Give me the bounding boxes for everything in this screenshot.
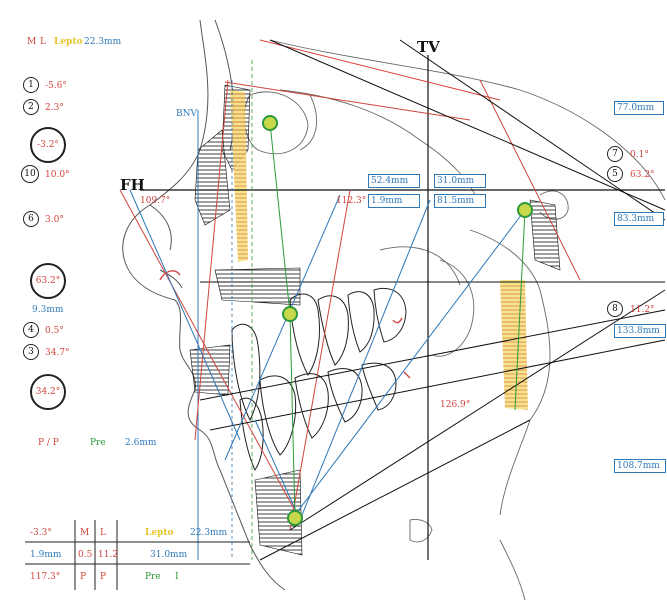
right-box-4: 108.7mm: [614, 459, 666, 473]
right-circle-7: 7: [607, 146, 623, 162]
left-value-2: 2.3°: [45, 103, 64, 113]
left-big-circle-3: 34.2°: [30, 374, 66, 410]
left-circle-10: 10: [21, 165, 39, 183]
left-big-value-3: 34.2°: [35, 387, 61, 397]
header-l: L: [40, 37, 46, 47]
left-big-circle-1: -3.2°: [30, 127, 66, 163]
right-box-3: 133.8mm: [614, 324, 666, 338]
table-r3-c3: P: [100, 572, 107, 582]
right-box-2: 83.3mm: [614, 212, 664, 226]
table-r1-c3: L: [100, 528, 106, 538]
black-reference-lines: [199, 39, 666, 561]
left-value-1: -5.6°: [45, 81, 67, 91]
table-r2-c4: 31.0mm: [150, 550, 188, 560]
header-value: 22.3mm: [84, 37, 122, 47]
teeth-outline: [231, 288, 407, 471]
table-r3-c2: P: [80, 572, 87, 582]
pp-value: 2.6mm: [125, 438, 157, 448]
right-box-1: 77.0mm: [614, 101, 664, 115]
left-big-value-1: -3.2°: [37, 140, 59, 150]
pp-pre: Pre: [90, 438, 106, 448]
left-circle-2: 2: [23, 99, 39, 115]
table-r1-c5: 22.3mm: [190, 528, 228, 538]
table-r1-c1: -3.3°: [30, 528, 52, 538]
table-r3-c5: I: [175, 572, 179, 582]
left-big-value-2: 63.2°: [35, 276, 61, 286]
table-r3-c4: Pre: [145, 572, 161, 582]
angle-1: 109.7°: [140, 196, 171, 206]
bottom-table-grid: [25, 520, 250, 590]
left-value-10: 10.0°: [45, 170, 70, 180]
blue-reference-lines: [129, 189, 526, 521]
center-box-4: 81.5mm: [434, 194, 486, 208]
table-r2-c2: 0.5: [78, 550, 93, 560]
left-value-4: 0.5°: [45, 326, 64, 336]
right-value-5: 63.2°: [630, 170, 655, 180]
left-circle-4: 4: [23, 322, 39, 338]
skull-outline: [269, 39, 666, 601]
table-r2-c3: 11.2: [98, 550, 119, 560]
table-r1-c4: Lepto: [145, 528, 174, 538]
right-circle-5: 5: [607, 166, 623, 182]
header-m: M: [27, 37, 37, 47]
table-r2-c1: 1.9mm: [30, 550, 62, 560]
angle-3: 126.9°: [440, 400, 471, 410]
right-value-8: 11.2°: [630, 305, 655, 315]
left-value-6: 3.0°: [45, 215, 64, 225]
left-circle-1: 1: [23, 77, 39, 93]
right-value-7: 0.1°: [630, 150, 649, 160]
small-marks: [159, 270, 411, 379]
header-lepto: Lepto: [54, 37, 83, 47]
left-circle-3: 3: [23, 344, 39, 360]
angle-2: 112.3°: [336, 196, 367, 206]
center-box-1: 52.4mm: [368, 174, 420, 188]
left-value-mm: 9.3mm: [32, 305, 64, 315]
left-big-circle-2: 63.2°: [30, 263, 66, 299]
right-circle-8: 8: [607, 301, 623, 317]
green-lines: [269, 122, 526, 519]
red-reference-lines: [119, 39, 581, 531]
table-r3-c1: 117.3°: [30, 572, 61, 582]
bnv-label: BNV: [176, 109, 197, 119]
hatched-regions: [189, 84, 561, 556]
pp-label: P / P: [38, 438, 59, 448]
center-box-3: 1.9mm: [368, 194, 420, 208]
tv-label: TV: [417, 38, 440, 56]
left-circle-6: 6: [23, 211, 39, 227]
fh-label: FH: [120, 176, 145, 194]
center-box-2: 31.0mm: [434, 174, 486, 188]
landmark-points: [262, 115, 533, 526]
left-value-3: 34.7°: [45, 348, 70, 358]
table-r1-c2: M: [80, 528, 90, 538]
